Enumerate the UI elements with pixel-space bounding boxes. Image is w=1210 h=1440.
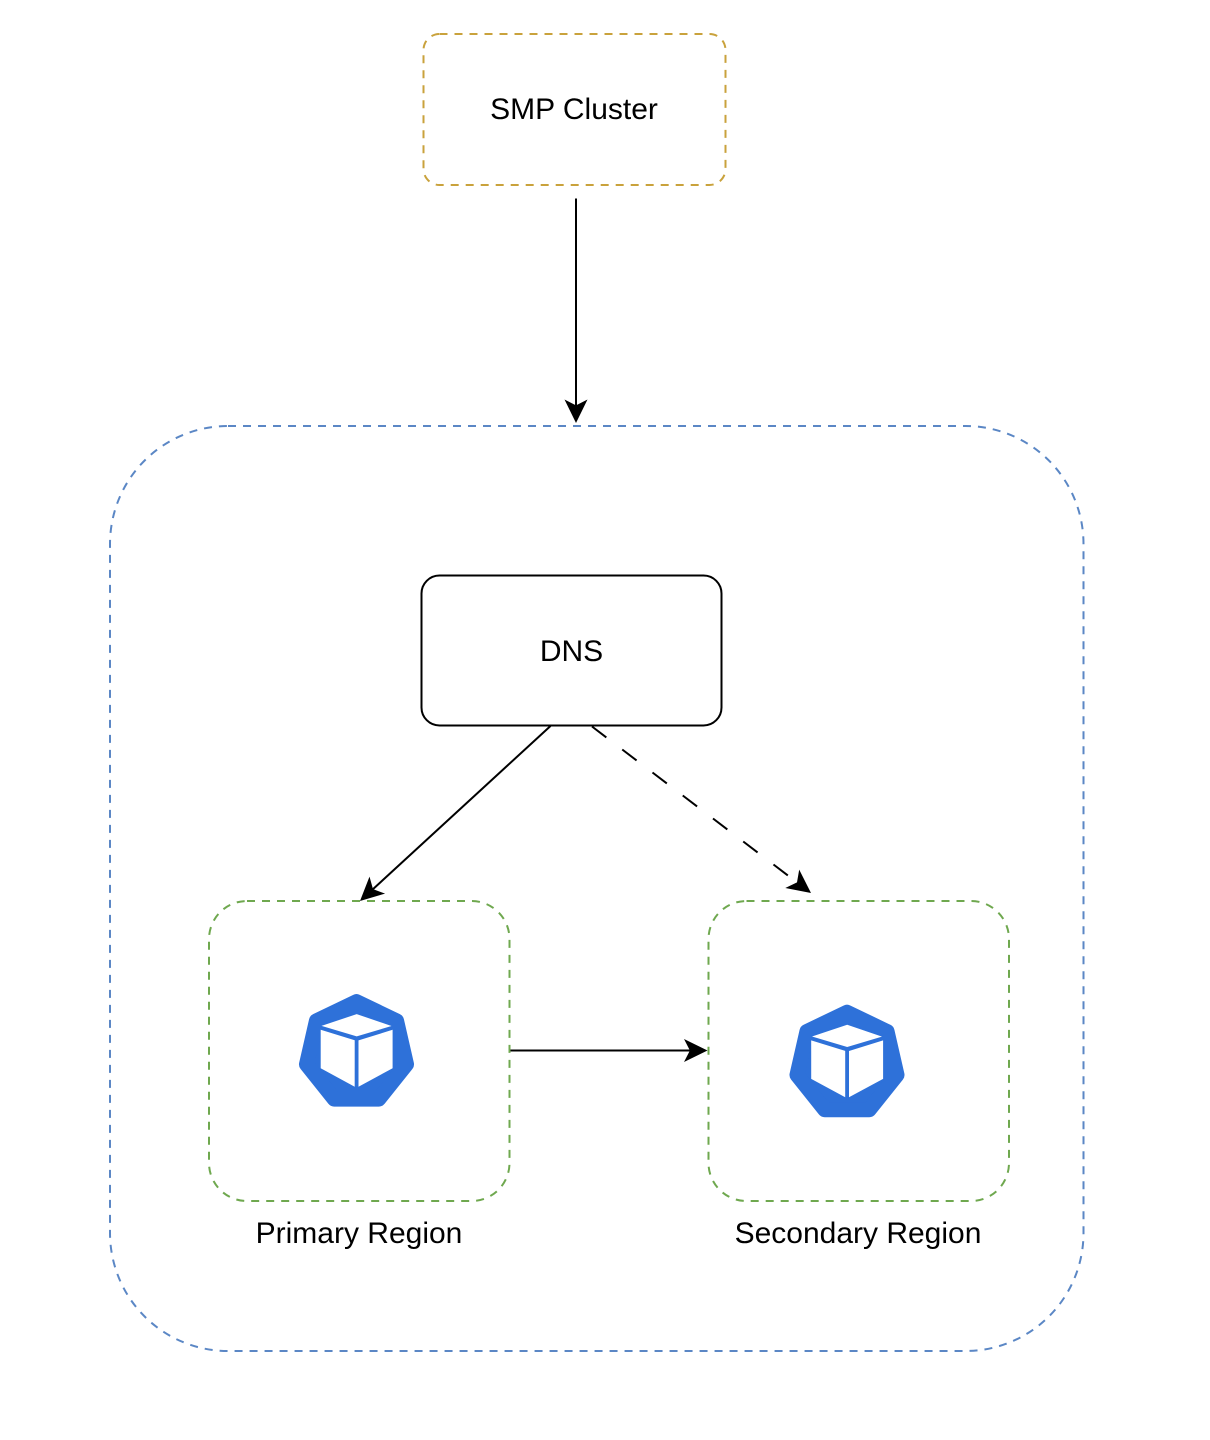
svg-text:DNS: DNS [540,635,603,668]
svg-text:Primary Region: Primary Region [256,1217,463,1250]
svg-text:SMP Cluster: SMP Cluster [490,93,658,126]
svg-text:Secondary Region: Secondary Region [735,1217,982,1250]
